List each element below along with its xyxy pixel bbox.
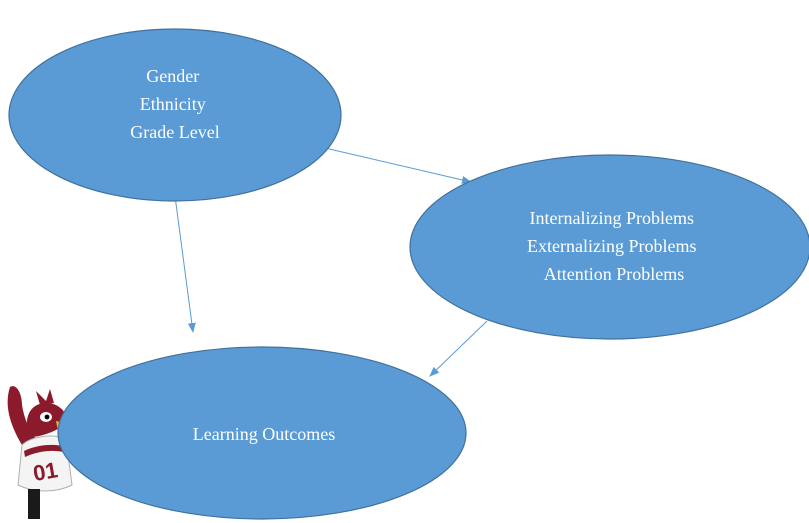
node-demographics-line: Ethnicity: [140, 94, 206, 114]
mascot-crest: [36, 389, 54, 405]
node-behavior-problems-line: Externalizing Problems: [527, 236, 696, 256]
node-demographics-line: Gender: [146, 66, 199, 86]
mascot-pupil: [44, 414, 50, 420]
node-learning-outcomes-label: Learning Outcomes: [193, 424, 335, 444]
node-learning-outcomes-shape: [57, 346, 467, 520]
edge-behavior-to-outcomes: [429, 320, 488, 377]
node-demographics-label: Gender Ethnicity Grade Level: [130, 66, 219, 142]
node-behavior-problems-label: Internalizing Problems Externalizing Pro…: [527, 208, 701, 284]
edge-demographics-to-behavior: [324, 147, 472, 184]
node-behavior-problems-shape: [409, 154, 809, 340]
node-behavior-problems-line: Attention Problems: [544, 264, 685, 284]
cardinal-mascot-icon: 01: [7, 386, 73, 519]
node-demographics-line: Grade Level: [130, 122, 219, 142]
node-learning-outcomes-line: Learning Outcomes: [193, 424, 335, 444]
mascot-jersey-stripe: [24, 444, 67, 457]
node-demographics: Gender Ethnicity Grade Level: [8, 28, 342, 202]
node-behavior-problems-line: Internalizing Problems: [530, 208, 694, 228]
node-demographics-shape: [8, 28, 342, 202]
node-learning-outcomes: Learning Outcomes: [57, 346, 467, 520]
edge-demographics-to-outcomes: [174, 195, 196, 333]
node-behavior-problems: Internalizing Problems Externalizing Pro…: [409, 154, 809, 340]
mascot-jersey-number: 01: [31, 457, 59, 486]
mascot-leg: [28, 489, 40, 519]
